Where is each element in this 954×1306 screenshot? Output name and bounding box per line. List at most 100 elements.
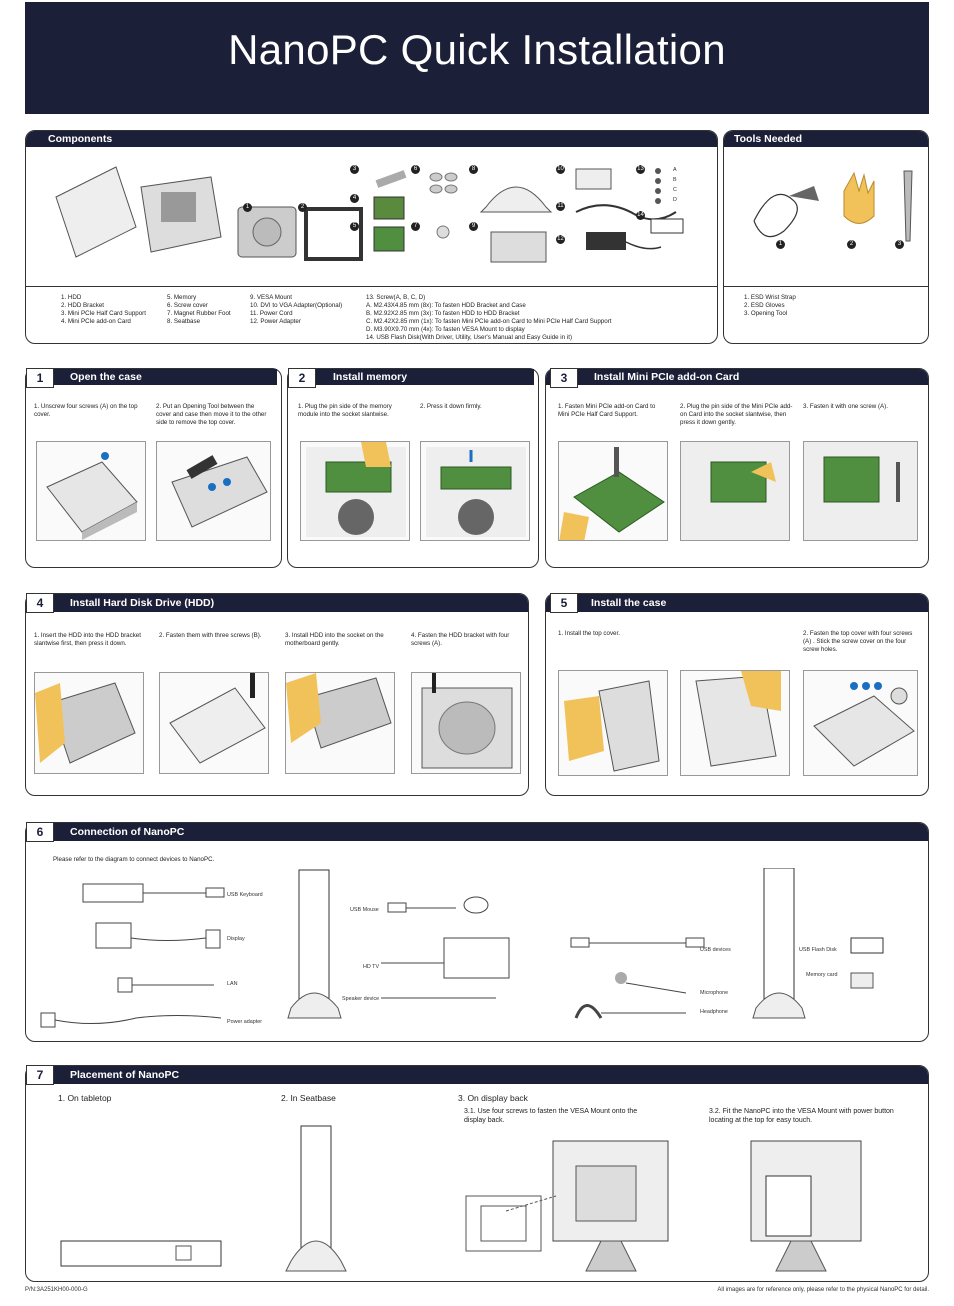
step3-photo-1 [558,441,668,541]
components-drawing [55,166,684,263]
step5-heading: Install the case [546,594,928,612]
label-microphone: Microphone [700,990,729,996]
step1-panel: Open the case 1 1. Unscrew four screws (… [25,368,282,568]
component-callout-11: 11 [556,202,565,211]
component-item: 9. VESA Mount [250,294,292,301]
component-item: 8. Seatbase [167,318,201,325]
step7-heading: Placement of NanoPC [26,1066,928,1084]
step3-photo-3 [803,441,918,541]
step3-item-1: 1. Fasten Mini PCIe add-on Card to Mini … [558,403,656,418]
tools-divider [724,286,928,287]
tools-drawing [753,170,913,242]
label-usb-flash-disk: USB Flash Disk [799,947,837,953]
component-callout-8: 8 [469,165,478,174]
step2-photo-1 [300,441,410,541]
footer-note: All images are for reference only, pleas… [717,1287,929,1293]
tool-item: 2. ESD Gloves [744,302,785,309]
step4-item-3: 3. Install HDD into the socket on the mo… [285,632,384,647]
step1-heading: Open the case [26,369,277,385]
label-usb-mouse: USB Mouse [350,907,379,913]
component-item: 1. HDD [61,294,82,301]
step5-photo-3 [803,670,918,776]
component-item: 14. USB Flash Disk(With Driver, Utility,… [366,334,573,341]
step6-intro: Please refer to the diagram to connect d… [53,856,215,863]
step7-number: 7 [26,1065,54,1085]
component-item: A. M2.43X4.85 mm (8x): To fasten HDD Bra… [366,302,526,309]
step4-photo-1 [34,672,144,774]
label-headphone: Headphone [700,1009,728,1015]
component-item: D. M3.90X9.70 mm (4x): To fasten VESA Mo… [366,326,525,333]
component-callout-3: 3 [350,165,359,174]
step7-panel: Placement of NanoPC 7 1. On tabletop 2. … [25,1065,929,1282]
component-callout-13: 13 [636,165,645,174]
step2-photo-2 [420,441,530,541]
component-item: 6. Screw cover [167,302,208,309]
label-usb-devices: USB devices [700,947,731,953]
tools-panel: Tools Needed 1 2 3 1. ESD Wrist Strap 2.… [723,130,929,344]
step4-item-2: 2. Fasten them with three screws (B). [159,632,262,639]
connection-diagram [40,868,884,1028]
components-panel: Components [25,130,718,344]
tool-item: 1. ESD Wrist Strap [744,294,796,301]
step1-photo-2 [156,441,271,541]
step3-panel: Install Mini PCIe add-on Card 3 1. Faste… [545,368,929,568]
components-divider [26,286,717,287]
tool-item: 3. Opening Tool [744,310,788,317]
step2-item-2: 2. Press it down firmly. [420,403,482,410]
page-title: NanoPC Quick Installation [228,26,726,73]
component-callout-9: 9 [469,222,478,231]
tool-callout-2: 2 [847,240,856,249]
label-speaker-device: Speaker device [342,996,380,1002]
step4-number: 4 [26,593,54,613]
component-item: 11. Power Cord [250,310,293,317]
placement-drawing [60,1125,862,1272]
label-hd-tv: HD TV [363,964,380,970]
component-callout-6: 6 [411,165,420,174]
component-callout-7: 7 [411,222,420,231]
screw-letter-d: D [673,197,677,203]
placement-sub-2: 3.2. Fit the NanoPC into the VESA Mount … [709,1108,894,1124]
component-item: 13. Screw(A, B, C, D) [366,294,426,301]
component-item: 2. HDD Bracket [61,302,104,309]
screw-letter-c: C [673,187,677,193]
component-item: 7. Magnet Rubber Foot [167,310,231,317]
step1-photo-1 [36,441,146,541]
part-number: P/N:3A251KH00-000-G [25,1287,88,1293]
step2-heading: Install memory [288,369,534,385]
label-lan: LAN [227,981,238,987]
step2-item-1: 1. Plug the pin side of the memory modul… [298,403,392,418]
component-callout-2: 2 [298,203,307,212]
component-callout-12: 12 [556,235,565,244]
step5-item-1: 1. Install the top cover. [558,630,620,637]
components-list-2: 5. Memory 6. Screw cover 7. Magnet Rubbe… [167,294,252,326]
step1-item-1: 1. Unscrew four screws (A) on the top co… [34,403,138,418]
step1-item-2: 2. Put an Opening Tool between the cover… [156,403,267,426]
step3-number: 3 [550,368,578,388]
placement-display-back: 3. On display back [458,1093,528,1103]
step6-panel: Connection of NanoPC 6 Please refer to t… [25,822,929,1042]
components-illustrations: 1 2 3 4 5 6 7 8 9 10 11 12 13 14 A B C D [46,157,706,297]
label-memory-card: Memory card [806,972,838,978]
step5-photo-1 [558,670,668,776]
placement-seatbase: 2. In Seatbase [281,1093,336,1103]
placement-tabletop: 1. On tabletop [58,1093,112,1103]
step4-panel: Install Hard Disk Drive (HDD) 4 1. Inser… [25,593,529,796]
component-item: 5. Memory [167,294,197,301]
step6-number: 6 [26,822,54,842]
component-item: 10. DVI to VGA Adapter(Optional) [250,302,343,309]
label-power-adapter: Power adapter [227,1019,263,1025]
label-display: Display [227,936,245,942]
tool-callout-3: 3 [895,240,904,249]
component-item: 12. Power Adapter [250,318,301,325]
step2-panel: Install memory 2 1. Plug the pin side of… [287,368,539,568]
component-item: B. M2.92X2.85 mm (3x): To fasten HDD to … [366,310,520,317]
step4-heading: Install Hard Disk Drive (HDD) [26,594,528,612]
screw-letter-a: A [673,167,677,173]
component-callout-5: 5 [350,222,359,231]
component-item: 4. Mini PCIe add-on Card [61,318,131,325]
screw-letter-b: B [673,177,677,183]
step3-heading: Install Mini PCIe add-on Card [546,369,928,385]
step4-photo-3 [285,672,395,774]
placement-sub-1: 3.1. Use four screws to fasten the VESA … [464,1108,638,1124]
step6-heading: Connection of NanoPC [26,823,928,841]
